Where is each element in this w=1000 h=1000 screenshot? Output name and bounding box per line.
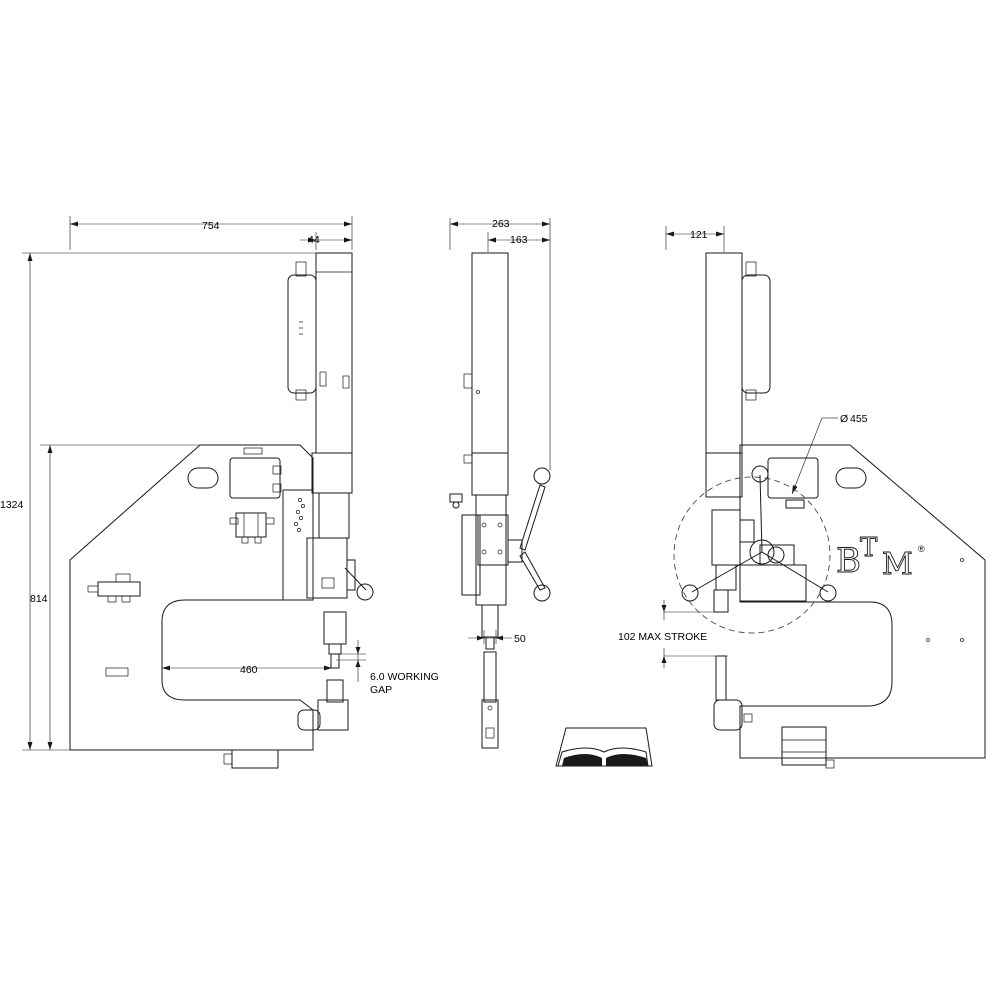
handle-sweep-circle: [673, 476, 831, 634]
dim-table-height: 814: [30, 593, 48, 605]
rear-valve-box: [741, 274, 771, 394]
btm-logo: B T M ®: [836, 533, 925, 583]
dim-throat-depth: 460: [240, 664, 258, 676]
dim-handle-sweep: 455: [850, 413, 868, 425]
dim-working-gap-line2: GAP: [370, 684, 392, 696]
logo-letter-m: M: [882, 547, 913, 582]
dim-sweep-symbol: Ø: [840, 413, 848, 425]
dimension-lines: [22, 216, 838, 751]
dim-overall-width: 754: [202, 220, 220, 232]
logo-registered-mark: ®: [918, 544, 925, 554]
side-handle: [519, 484, 546, 551]
front-valve-box: [287, 274, 317, 394]
rear-foot-switch: [781, 726, 827, 766]
rear-cylinder-column: [705, 252, 743, 454]
dim-head-offset: 44: [308, 234, 320, 246]
dim-overall-height: 1324: [0, 499, 24, 511]
foot-pedal: [555, 727, 653, 767]
dim-side-depth: 263: [492, 218, 510, 230]
dim-right-offset: 121: [690, 229, 708, 241]
front-ram: [318, 492, 350, 539]
front-frame: [69, 444, 314, 751]
front-guard-plate: [282, 489, 314, 601]
front-lever-knob: [356, 583, 374, 601]
front-die: [326, 679, 344, 703]
dimension-labels: 754 44 1324 814 460 6.0 WORKING GAP 263 …: [0, 218, 868, 696]
rear-head-block: [711, 509, 741, 566]
front-valve-left: [87, 573, 141, 603]
side-view: [449, 252, 551, 749]
logo-letter-t: T: [860, 533, 878, 563]
front-view: [69, 252, 374, 769]
dim-max-stroke: 102 MAX STROKE: [618, 631, 707, 643]
dim-side-tool-width: 50: [514, 633, 526, 645]
side-die: [483, 651, 497, 703]
rear-die: [715, 655, 727, 701]
logo-letter-b: B: [836, 541, 861, 581]
front-window: [229, 457, 281, 499]
front-punch-holder: [323, 611, 347, 645]
front-base: [231, 749, 279, 769]
rear-view: [673, 252, 986, 769]
front-cylinder-column: [315, 252, 353, 454]
dim-side-head-depth: 163: [510, 234, 528, 246]
dim-working-gap: 6.0 WORKING: [370, 671, 439, 683]
side-cylinder-column: [471, 252, 509, 454]
front-valve-small: [229, 512, 275, 544]
